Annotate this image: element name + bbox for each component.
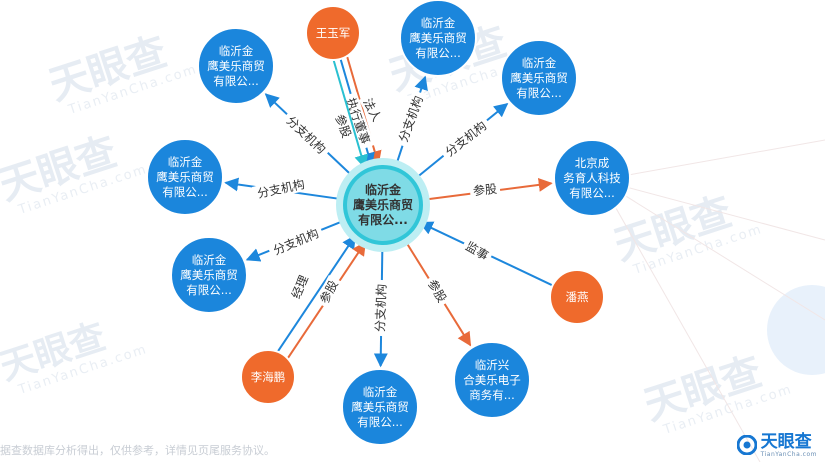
edge-label-group: 参股 (314, 275, 343, 309)
edge-label-bg (267, 223, 325, 260)
center-core (347, 169, 419, 241)
edge-label-group: 经理 (286, 270, 313, 304)
company-node-c_tr[interactable]: 临沂金鹰美乐商贸有限公... (500, 39, 578, 117)
footer-disclaimer: 据查数据库分析得出，仅供参考，详情见页尾服务协议。 (0, 444, 275, 457)
edge-label-bg (251, 175, 310, 202)
node-label-line: 李海鹏 (251, 370, 286, 384)
brand-logo-block[interactable]: 天眼查 TianYanCha.com (736, 432, 817, 458)
edge-label: 分支机构 (372, 284, 389, 333)
edge-lhp-center (277, 234, 357, 352)
person-circle (240, 349, 296, 405)
tianyancha-logo-icon (736, 435, 757, 455)
company-node-c_tl[interactable]: 临沂金鹰美乐商贸有限公... (197, 27, 275, 105)
node-label-line: 务育人科技 (563, 171, 621, 185)
person-node-lhp[interactable]: 李海鹏 (240, 349, 296, 405)
company-circle (341, 368, 419, 446)
brand-url: TianYanCha.com (760, 451, 817, 458)
company-node-c_bl[interactable]: 临沂金鹰美乐商贸有限公... (170, 236, 248, 314)
background-rays (599, 139, 825, 462)
node-label-line: 北京成 (575, 156, 610, 170)
company-circle (399, 0, 477, 77)
person-node-wyj[interactable]: 王玉军 (305, 5, 361, 61)
company-node-c_top[interactable]: 临沂金鹰美乐商贸有限公... (399, 0, 477, 77)
edge-label-bg (460, 236, 494, 265)
company-circle (500, 39, 578, 117)
edge-label-group: 参股 (423, 274, 452, 308)
edge-label-bg (342, 91, 375, 150)
edge-label-group: 参股 (469, 180, 501, 199)
edge-label-group: 分支机构 (251, 175, 310, 202)
node-label-line: 王玉军 (316, 26, 351, 40)
node-label-line: 有限公... (516, 86, 561, 100)
edge-label-bg (331, 109, 356, 143)
edge-label-bg (358, 93, 387, 127)
edge-wyj-center (332, 60, 369, 169)
company-node-bj[interactable]: 北京成务育人科技有限公... (553, 139, 631, 217)
node-label-line: 合美乐电子 (463, 373, 521, 387)
person-node-py[interactable]: 潘燕 (549, 269, 605, 325)
company-circle (197, 27, 275, 105)
node-label-line: 潘燕 (566, 290, 589, 304)
node-label-line: 鹰美乐商贸 (409, 31, 467, 45)
edge-label-group: 分支机构 (439, 115, 493, 162)
node-label-line: 临沂金 (168, 155, 203, 169)
edge-label-group: 分支机构 (280, 110, 332, 160)
edge-label-bg (439, 115, 493, 162)
edge-label: 参股 (472, 181, 497, 198)
edge-label: 分支机构 (395, 94, 426, 144)
node-label-line: 鹰美乐商贸 (510, 71, 568, 85)
person-circle (305, 5, 361, 61)
edge-label-bg (372, 279, 389, 337)
edge-label: 分支机构 (284, 113, 329, 157)
edge-label-bg (393, 89, 428, 148)
edge-label-bg (469, 180, 501, 199)
center-company-node[interactable]: 临沂金鹰美乐商贸有限公... (336, 158, 430, 252)
nodes: 王玉军临沂金鹰美乐商贸有限公...临沂金鹰美乐商贸有限公...临沂金鹰美乐商贸有… (146, 0, 631, 446)
company-node-lyx[interactable]: 临沂兴合美乐电子商务有... (453, 341, 531, 419)
watermark-blob (767, 285, 825, 375)
node-label-line: 临沂兴 (475, 358, 510, 372)
node-label-line: 鹰美乐商贸 (180, 268, 238, 282)
edge-label-bg (423, 274, 452, 308)
edge-label-group: 分支机构 (267, 223, 325, 260)
node-label-line: 临沂金 (363, 385, 398, 399)
company-circle (146, 138, 224, 216)
company-node-c_l[interactable]: 临沂金鹰美乐商贸有限公... (146, 138, 224, 216)
node-label-line: 临沂金 (365, 182, 402, 197)
edge-label: 经理 (289, 273, 311, 301)
node-label-line: 鹰美乐商贸 (351, 400, 409, 414)
node-label-line: 临沂金 (192, 253, 227, 267)
node-label-line: 临沂金 (219, 44, 254, 58)
node-label-line: 有限公... (213, 74, 258, 88)
person-circle (549, 269, 605, 325)
node-label-line: 鹰美乐商贸 (156, 170, 214, 184)
edge-label: 分支机构 (256, 176, 306, 201)
company-circle (453, 341, 531, 419)
node-label-line: 有限公... (415, 46, 460, 60)
node-label-line: 有限公... (569, 186, 614, 200)
brand-name: 天眼查 (760, 432, 812, 452)
edge-label-bg (280, 110, 332, 160)
node-label-line: 临沂金 (522, 56, 557, 70)
node-label-line: 有限公... (358, 212, 408, 227)
node-label-line: 临沂金 (421, 16, 456, 30)
company-node-c_b[interactable]: 临沂金鹰美乐商贸有限公... (341, 368, 419, 446)
company-circle (553, 139, 631, 217)
node-label-line: 商务有... (469, 388, 514, 402)
node-label-line: 有限公... (162, 185, 207, 199)
node-label-line: 有限公... (357, 415, 402, 429)
edge-label: 分支机构 (271, 225, 321, 258)
node-label-line: 有限公... (186, 283, 231, 297)
company-circle (170, 236, 248, 314)
edge-label-group: 监事 (460, 236, 494, 265)
edge-label-bg (286, 270, 313, 304)
edge-label: 分支机构 (442, 118, 489, 159)
edge-label-group: 分支机构 (372, 279, 389, 337)
node-label-line: 鹰美乐商贸 (207, 59, 265, 73)
node-label-line: 鹰美乐商贸 (353, 197, 413, 212)
edge-label-bg (314, 275, 343, 309)
